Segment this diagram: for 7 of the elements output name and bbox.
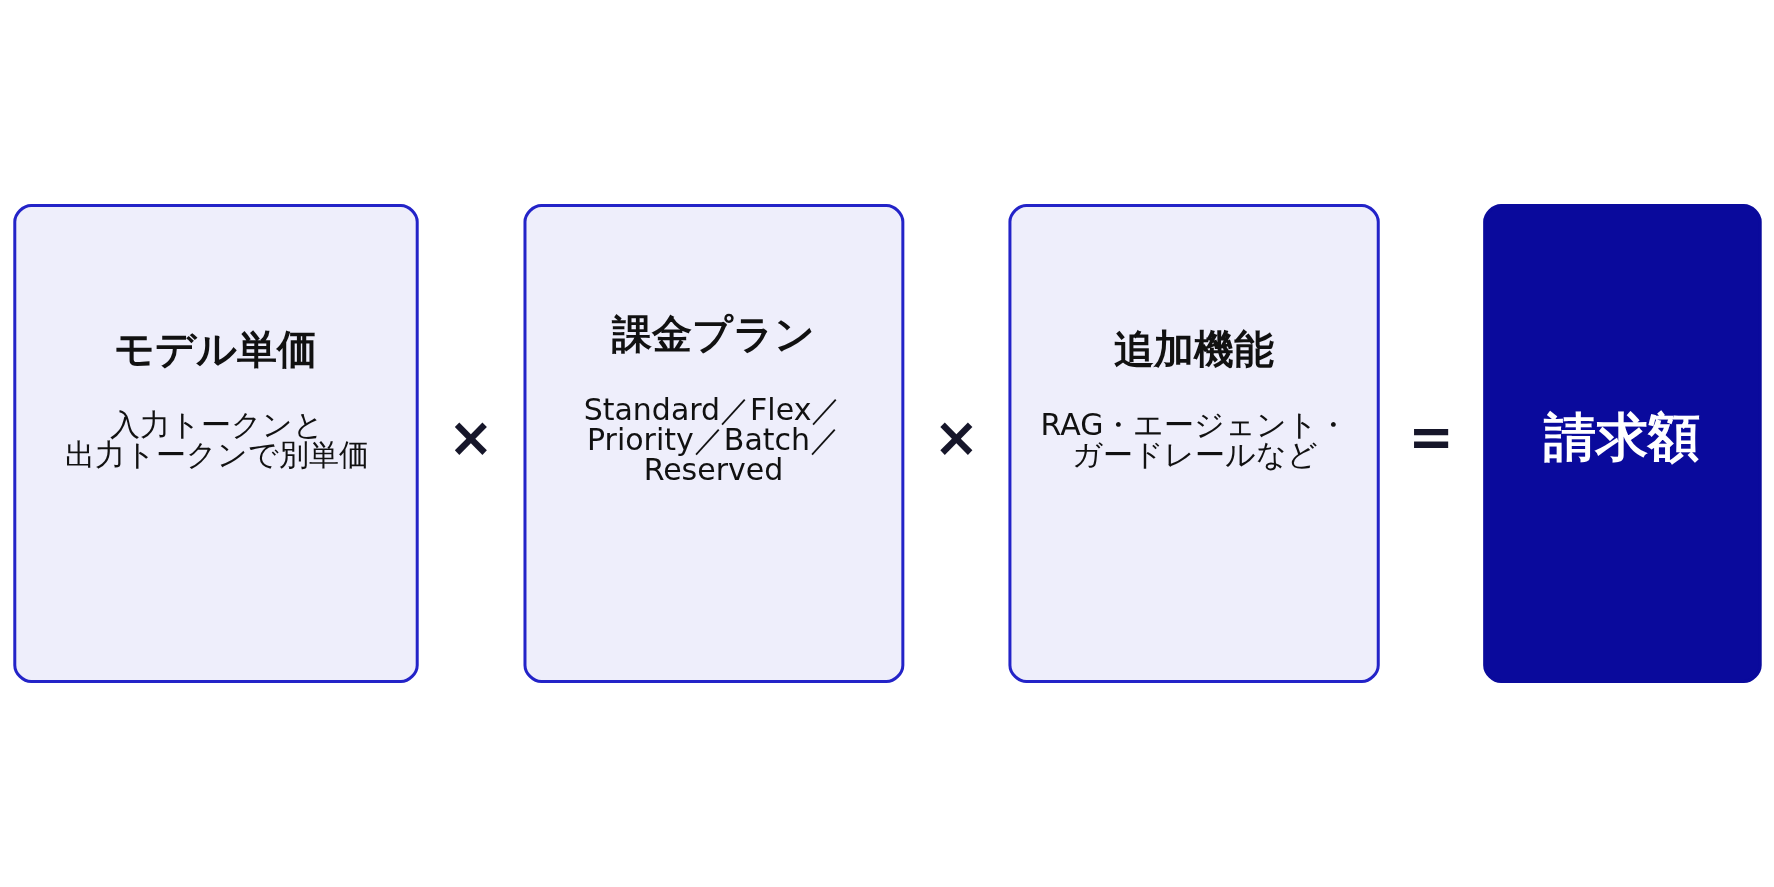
label: × [447,404,494,469]
label: = [1407,404,1454,469]
node-box: モデル単価 入力トークンと出力トークンで別単価 [12,203,419,684]
node-box: 請求額 [1482,203,1762,684]
node-box: 課金プラン Standard／Flex／Priority／Batch／Reserved [523,203,904,684]
node-box: 追加機能 RAG・エージェント・ガードレールなど [1007,203,1380,684]
label: × [933,404,979,469]
